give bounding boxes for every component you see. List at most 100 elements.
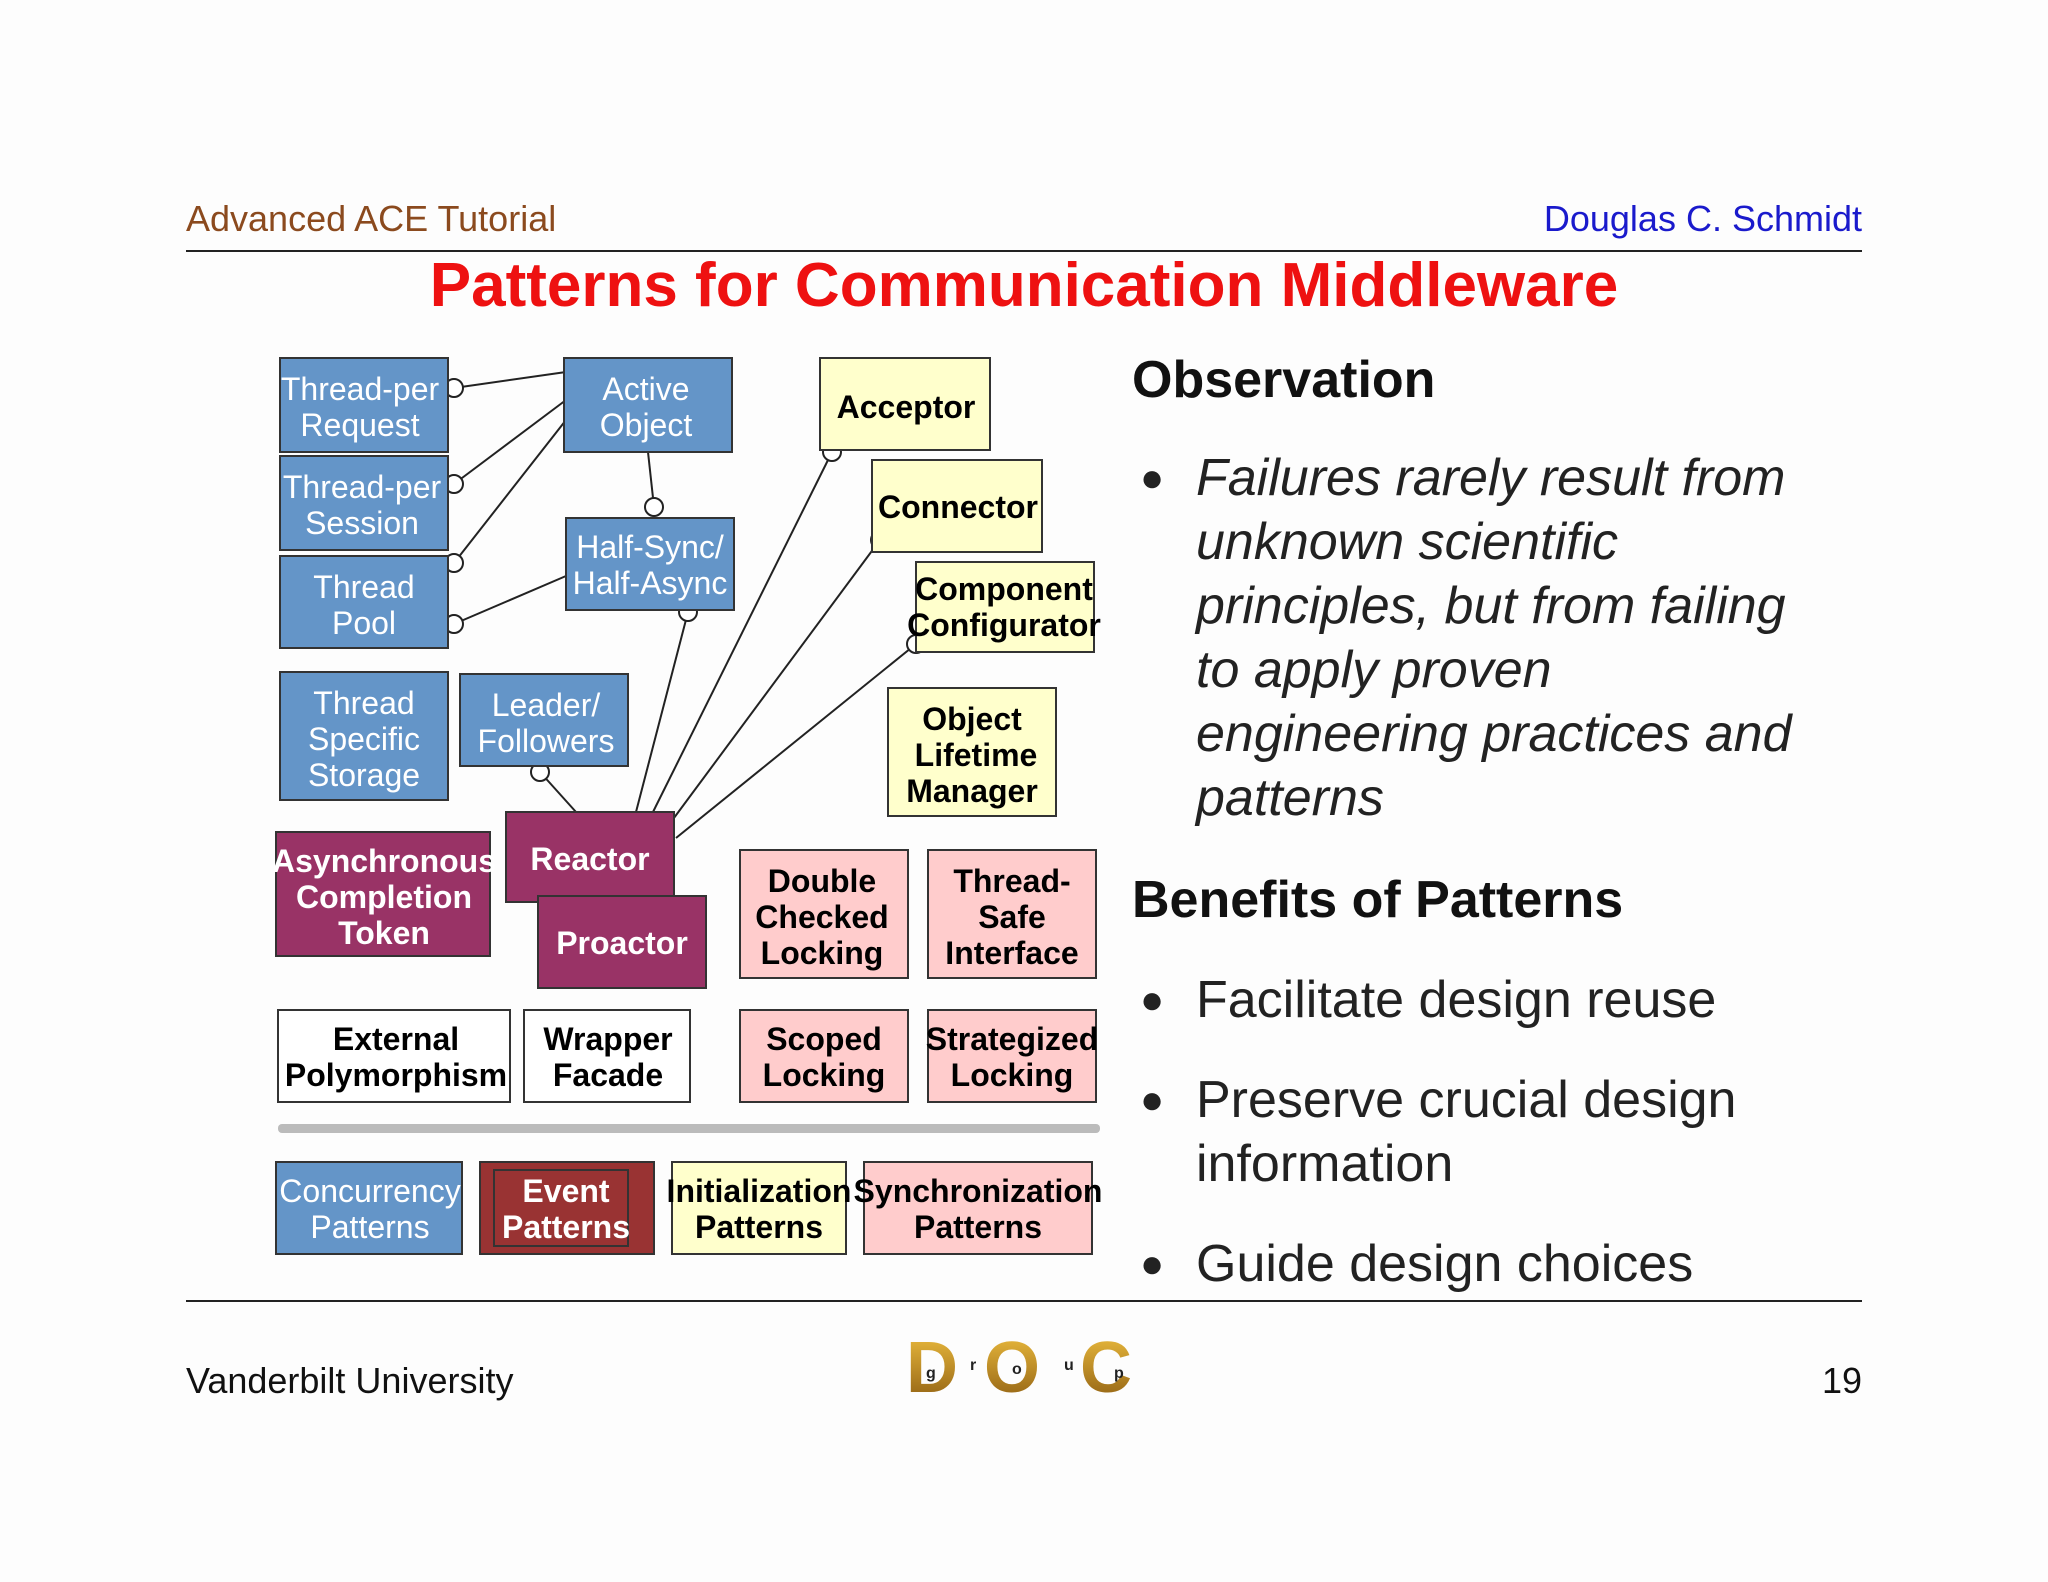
box-component-configurator: Component Configurator bbox=[907, 561, 1101, 653]
box-connector: Connector bbox=[871, 459, 1043, 553]
box-thread-per-session: Thread-per Session bbox=[279, 455, 449, 551]
svg-text:Initialization: Initialization bbox=[667, 1173, 852, 1209]
svg-text:Request: Request bbox=[300, 407, 419, 443]
box-thread-safe-interface: Thread- Safe Interface bbox=[927, 849, 1097, 979]
svg-text:Thread: Thread bbox=[313, 569, 414, 605]
benefit-text: Preserve crucial design information bbox=[1196, 1071, 1737, 1193]
svg-text:Thread-: Thread- bbox=[953, 863, 1070, 899]
bullet-dot: ● bbox=[1140, 1242, 1165, 1286]
observation-heading: Observation bbox=[1132, 351, 1436, 409]
footer-rule bbox=[186, 1300, 1862, 1302]
box-thread-pool: Thread Pool bbox=[279, 555, 449, 649]
svg-text:Locking: Locking bbox=[761, 935, 884, 971]
svg-text:Completion: Completion bbox=[296, 879, 472, 915]
legend-initialization-patterns: Initialization Patterns bbox=[667, 1161, 852, 1255]
box-strategized-locking: Strategized Locking bbox=[926, 1009, 1098, 1103]
bullet-dot: ● bbox=[1140, 456, 1165, 500]
observation-text: Failures rarely result from unknown scie… bbox=[1196, 449, 1792, 827]
box-leader-followers: Leader/ Followers bbox=[459, 673, 629, 767]
svg-text:g: g bbox=[926, 1365, 936, 1382]
svg-text:Facade: Facade bbox=[553, 1057, 663, 1093]
svg-text:Pool: Pool bbox=[332, 605, 396, 641]
svg-text:Active: Active bbox=[602, 371, 689, 407]
benefit-text: Guide design choices bbox=[1196, 1235, 1694, 1293]
svg-text:Component: Component bbox=[915, 571, 1093, 607]
box-wrapper-facade: Wrapper Facade bbox=[523, 1009, 691, 1103]
page-number: 19 bbox=[1821, 1360, 1862, 1401]
box-thread-per-request: Thread-per Request bbox=[279, 357, 449, 453]
svg-text:Storage: Storage bbox=[308, 757, 420, 793]
svg-text:Wrapper: Wrapper bbox=[543, 1021, 672, 1057]
svg-text:o: o bbox=[1012, 1361, 1022, 1378]
svg-text:Manager: Manager bbox=[906, 773, 1038, 809]
svg-text:D: D bbox=[906, 1328, 958, 1406]
legend-separator bbox=[278, 1124, 1100, 1133]
svg-text:Checked: Checked bbox=[755, 899, 888, 935]
bullet-dot: ● bbox=[1140, 978, 1165, 1022]
footer-institution: Vanderbilt University bbox=[186, 1360, 514, 1401]
header-rule bbox=[186, 250, 1862, 252]
doc-group-logo: D O C g r o u p bbox=[906, 1328, 1132, 1406]
svg-text:Proactor: Proactor bbox=[556, 925, 688, 961]
header-author: Douglas C. Schmidt bbox=[1543, 198, 1862, 239]
svg-text:Reactor: Reactor bbox=[530, 841, 649, 877]
svg-text:Session: Session bbox=[305, 505, 419, 541]
svg-text:Specific: Specific bbox=[308, 721, 420, 757]
legend-synchronization-patterns: Synchronization Patterns bbox=[854, 1161, 1102, 1255]
box-proactor: Proactor bbox=[537, 895, 707, 989]
svg-text:Patterns: Patterns bbox=[914, 1209, 1042, 1245]
svg-text:Leader/: Leader/ bbox=[492, 687, 601, 723]
legend-event-patterns: Event Patterns bbox=[479, 1161, 655, 1255]
svg-text:Thread-per: Thread-per bbox=[283, 469, 442, 505]
svg-text:Object: Object bbox=[922, 701, 1022, 737]
benefits-heading: Benefits of Patterns bbox=[1132, 871, 1624, 929]
svg-text:Half-Async: Half-Async bbox=[573, 565, 728, 601]
box-acceptor: Acceptor bbox=[819, 357, 991, 451]
svg-text:Thread-per: Thread-per bbox=[281, 371, 440, 407]
connector-lines bbox=[453, 371, 917, 839]
slide-title: Patterns for Communication Middleware bbox=[429, 251, 1619, 320]
benefit-text: Facilitate design reuse bbox=[1196, 971, 1717, 1029]
svg-text:Locking: Locking bbox=[951, 1057, 1074, 1093]
svg-text:Patterns: Patterns bbox=[695, 1209, 823, 1245]
legend-concurrency-patterns: Concurrency Patterns bbox=[275, 1161, 463, 1255]
svg-text:Concurrency: Concurrency bbox=[279, 1173, 460, 1209]
svg-text:Safe: Safe bbox=[978, 899, 1046, 935]
svg-text:Lifetime: Lifetime bbox=[915, 737, 1038, 773]
svg-text:C: C bbox=[1080, 1328, 1132, 1406]
bullet-dot: ● bbox=[1140, 1078, 1165, 1122]
svg-text:Polymorphism: Polymorphism bbox=[285, 1057, 507, 1093]
svg-text:Object: Object bbox=[600, 407, 693, 443]
svg-text:Locking: Locking bbox=[763, 1057, 886, 1093]
svg-text:Patterns: Patterns bbox=[310, 1209, 429, 1245]
box-thread-specific-storage: Thread Specific Storage bbox=[279, 671, 449, 801]
box-reactor: Reactor bbox=[505, 811, 675, 903]
svg-text:Event: Event bbox=[522, 1173, 609, 1209]
svg-text:Double: Double bbox=[768, 863, 876, 899]
svg-text:r: r bbox=[970, 1357, 976, 1374]
box-external-polymorphism: External Polymorphism bbox=[277, 1009, 511, 1103]
box-half-sync-half-async: Half-Sync/ Half-Async bbox=[565, 517, 735, 611]
header-course-title: Advanced ACE Tutorial bbox=[186, 198, 557, 239]
box-double-checked-locking: Double Checked Locking bbox=[739, 849, 909, 979]
svg-text:External: External bbox=[333, 1021, 459, 1057]
svg-text:Half-Sync/: Half-Sync/ bbox=[576, 529, 724, 565]
svg-text:u: u bbox=[1064, 1357, 1074, 1374]
svg-text:O: O bbox=[984, 1328, 1040, 1406]
box-asynchronous-completion-token: Asynchronous Completion Token bbox=[272, 831, 496, 957]
svg-text:Asynchronous: Asynchronous bbox=[272, 843, 496, 879]
svg-text:p: p bbox=[1114, 1365, 1124, 1382]
svg-text:Configurator: Configurator bbox=[907, 607, 1101, 643]
svg-text:Connector: Connector bbox=[878, 489, 1038, 525]
svg-text:Followers: Followers bbox=[478, 723, 615, 759]
box-scoped-locking: Scoped Locking bbox=[739, 1009, 909, 1103]
svg-text:Token: Token bbox=[338, 915, 430, 951]
box-active-object: Active Object bbox=[563, 357, 733, 453]
svg-text:Strategized: Strategized bbox=[926, 1021, 1098, 1057]
svg-text:Acceptor: Acceptor bbox=[837, 389, 976, 425]
svg-text:Scoped: Scoped bbox=[766, 1021, 882, 1057]
box-object-lifetime-manager: Object Lifetime Manager bbox=[887, 687, 1057, 817]
svg-text:Interface: Interface bbox=[945, 935, 1078, 971]
svg-text:Patterns: Patterns bbox=[502, 1209, 630, 1245]
